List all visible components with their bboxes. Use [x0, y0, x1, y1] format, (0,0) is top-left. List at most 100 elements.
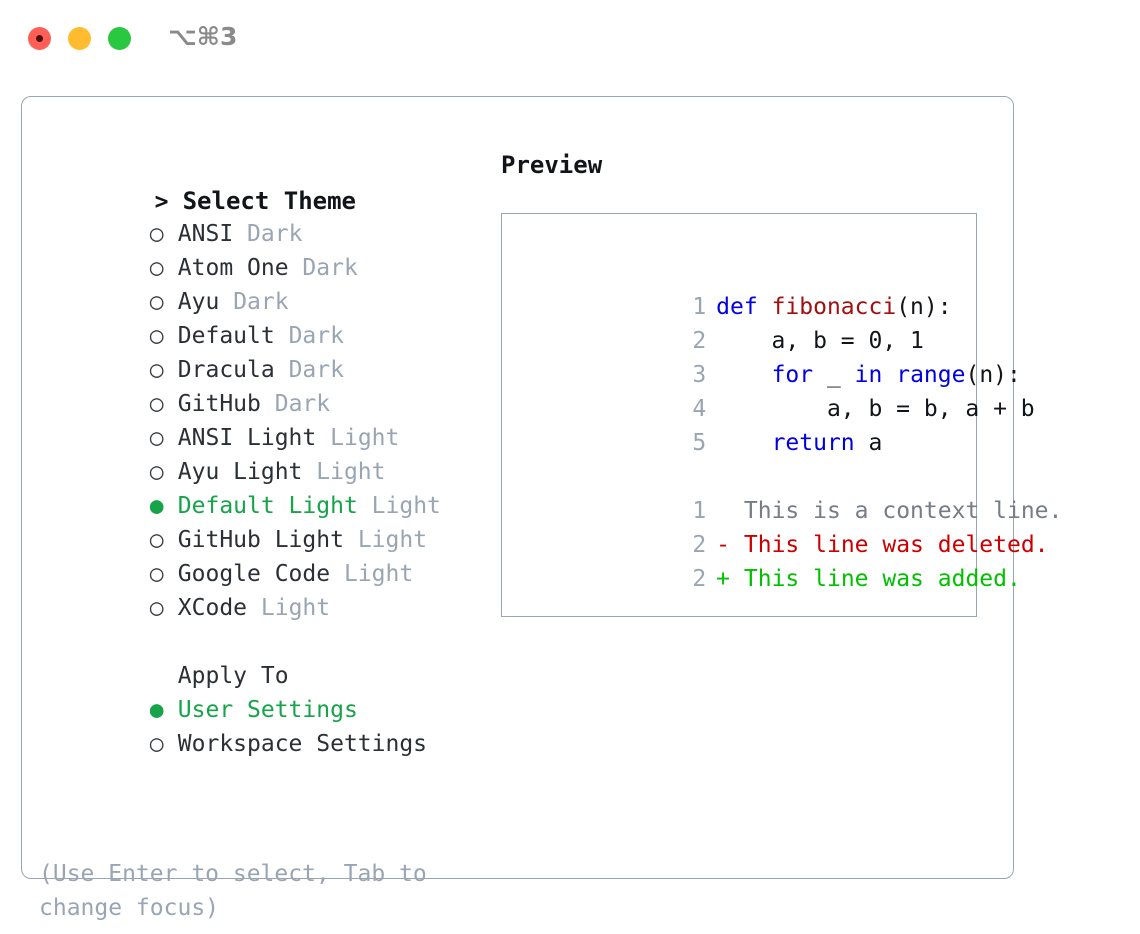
diff-line-added: 2 + This line was added.	[514, 528, 1021, 592]
code-token	[882, 362, 896, 388]
line-number: 5	[692, 430, 707, 456]
theme-name: GitHub	[177, 391, 261, 417]
code-token	[716, 430, 771, 456]
line-number: 2	[692, 532, 707, 558]
code-token: fibonacci	[771, 294, 897, 320]
radio-unselected-icon[interactable]: ○	[149, 561, 164, 587]
theme-item-ayu-dark[interactable]: ○ Ayu Dark	[39, 251, 489, 315]
theme-name: ANSI Light	[177, 425, 317, 451]
theme-item-ansi-dark[interactable]: ○ ANSI Dark	[39, 183, 489, 247]
diff-marker: -	[716, 532, 731, 558]
keyboard-hint-text: (Use Enter to select, Tab to change focu…	[39, 861, 441, 921]
diff-line-deleted: 2- This line was deleted.	[514, 494, 1048, 558]
line-number: 2	[692, 566, 707, 592]
diff-line-context: 1 This is a context line.	[514, 460, 1062, 524]
radio-selected-icon[interactable]: ●	[149, 697, 164, 723]
radio-unselected-icon[interactable]: ○	[149, 527, 164, 553]
apply-to-title: Apply To	[177, 663, 289, 689]
theme-name: ANSI	[177, 221, 234, 247]
theme-name: GitHub Light	[177, 527, 344, 553]
radio-unselected-icon[interactable]: ○	[149, 459, 164, 485]
apply-to-header: ○Apply To	[39, 625, 489, 689]
theme-item-atom-one-dark[interactable]: ○ Atom One Dark	[39, 217, 489, 281]
radio-unselected-icon[interactable]: ○	[149, 323, 164, 349]
theme-item-github-dark[interactable]: ○ GitHub Dark	[39, 353, 489, 417]
diff-marker	[716, 498, 730, 524]
titlebar: ⌥⌘3	[0, 0, 1140, 78]
theme-name: Dracula	[177, 357, 275, 383]
radio-unselected-icon[interactable]: ○	[149, 425, 164, 451]
theme-variant-tag: Light	[357, 527, 428, 553]
code-token: a	[854, 430, 883, 456]
code-token: (n):	[965, 362, 1021, 388]
preview-box: 1 def fibonacci (n): 2 a, b = 0, 1 3 for _…	[501, 213, 1062, 617]
apply-to-workspace-settings[interactable]: ○Workspace Settings	[39, 693, 489, 757]
maximize-window-icon[interactable]	[108, 27, 131, 50]
code-token: a, b = 0, 1	[716, 328, 924, 354]
theme-variant-tag: Light	[371, 493, 441, 519]
theme-variant-tag: Dark	[247, 221, 303, 247]
theme-item-default-light[interactable]: ● Default Light Light	[39, 455, 489, 519]
theme-item-ayu-light[interactable]: ○ Ayu Light Light	[39, 421, 489, 485]
theme-variant-tag: Dark	[302, 255, 358, 281]
radio-selected-icon[interactable]: ●	[149, 493, 164, 519]
apply-to-user-settings[interactable]: ●User Settings	[39, 659, 489, 723]
code-line: 2 a, b = 0, 1	[514, 290, 970, 354]
line-number: 1	[692, 294, 707, 320]
code-line: 5 return a	[514, 392, 970, 456]
theme-name: Default Light	[177, 493, 358, 519]
theme-variant-tag: Dark	[288, 323, 344, 349]
code-line: 4 a, b = b, a + b	[514, 358, 1034, 422]
code-line: 3 for _ in range(n):	[514, 324, 1021, 388]
theme-name: Default	[177, 323, 275, 349]
diff-marker: +	[716, 566, 731, 592]
prompt-caret-icon: >	[154, 189, 169, 215]
code-token	[716, 362, 771, 388]
theme-variant-tag: Light	[260, 595, 331, 621]
preview-title: Preview	[501, 151, 603, 179]
radio-unselected-icon[interactable]: ○	[149, 255, 164, 281]
diff-text: This is a context line.	[743, 498, 1063, 524]
radio-unselected-icon[interactable]: ○	[149, 731, 164, 757]
radio-unselected-icon[interactable]: ○	[149, 391, 164, 417]
diff-text: This line was added.	[743, 566, 1021, 592]
code-token: for	[771, 362, 814, 388]
code-token: in	[854, 362, 883, 388]
code-token: range	[896, 362, 966, 388]
theme-variant-tag: Light	[343, 561, 414, 587]
theme-name: Ayu Light	[177, 459, 303, 485]
theme-variant-tag: Dark	[288, 357, 344, 383]
line-number: 3	[692, 362, 707, 388]
radio-unselected-icon[interactable]: ○	[149, 595, 164, 621]
theme-item-github-light[interactable]: ○ GitHub Light Light	[39, 489, 489, 553]
theme-item-google-code-light[interactable]: ○ Google Code Light	[39, 523, 489, 587]
diff-text: This line was deleted.	[743, 532, 1049, 558]
code-token: def	[716, 294, 772, 320]
line-number: 4	[692, 396, 707, 422]
minimize-window-icon[interactable]	[68, 27, 91, 50]
radio-unselected-icon[interactable]: ○	[149, 289, 164, 315]
code-area: 1 def fibonacci (n): 2 a, b = 0, 1 3 for _…	[514, 256, 1062, 592]
theme-item-default-dark[interactable]: ○ Default Dark	[39, 285, 489, 349]
theme-variant-tag: Dark	[233, 289, 289, 315]
preview-column: Preview 1 def fibonacci (n): 2 a, b = 0, 1…	[501, 147, 1062, 617]
line-number: 1	[692, 498, 707, 524]
theme-item-dracula-dark[interactable]: ○ Dracula Dark	[39, 319, 489, 383]
theme-item-ansi-light[interactable]: ○ANSI Light Light	[39, 387, 489, 451]
theme-variant-tag: Dark	[274, 391, 331, 417]
theme-variant-tag: Light	[316, 459, 386, 485]
code-token: a, b = b, a + b	[716, 396, 1035, 422]
theme-name: Google Code	[177, 561, 331, 587]
line-number: 2	[692, 328, 707, 354]
theme-picker-column: >Select Theme ○ANSI Dark ○Atom One Dark …	[39, 147, 489, 757]
theme-item-xcode-light[interactable]: ○ XCode Light	[39, 557, 489, 621]
theme-name: Ayu	[177, 289, 220, 315]
select-theme-title: Select Theme	[182, 187, 356, 215]
radio-unselected-icon[interactable]: ○	[149, 221, 164, 247]
theme-name: Atom One	[177, 255, 289, 281]
theme-name: XCode	[177, 595, 248, 621]
close-window-icon[interactable]	[28, 27, 51, 50]
radio-unselected-icon[interactable]: ○	[149, 357, 164, 383]
